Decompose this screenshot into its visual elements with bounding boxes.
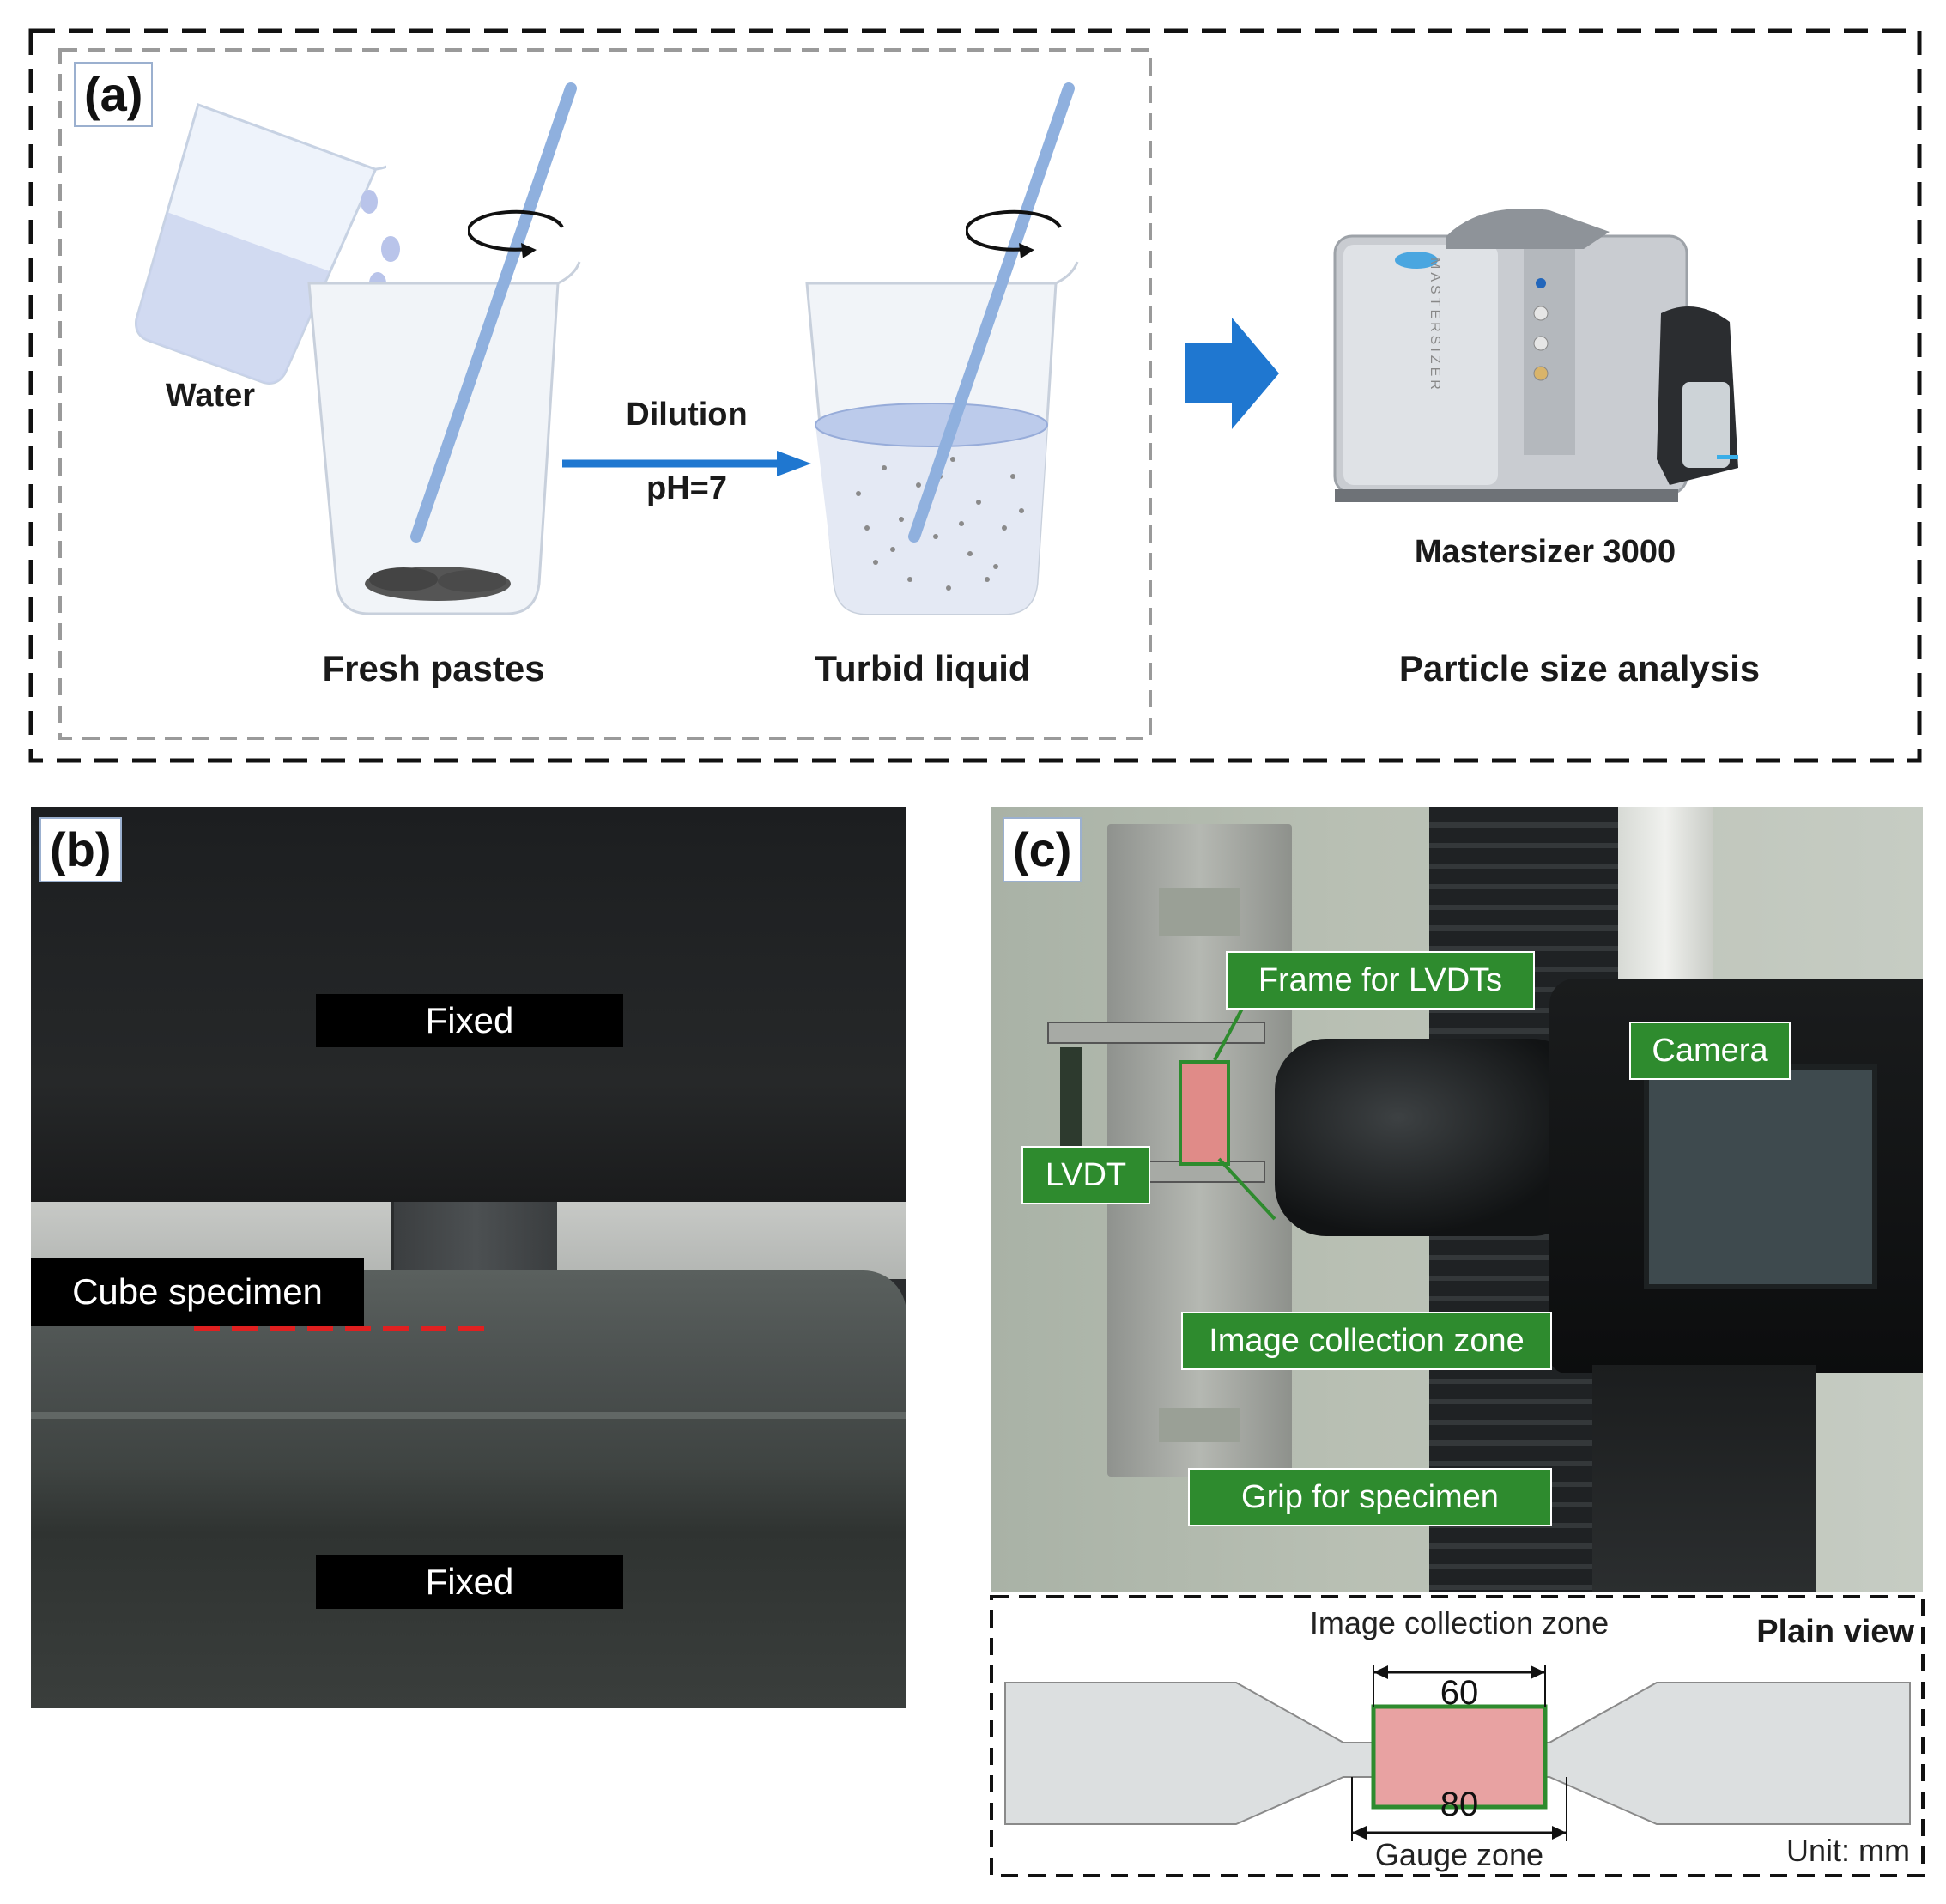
lower-platen	[31, 1270, 906, 1708]
mastersizer-instrument	[1333, 209, 1738, 502]
ph-label: pH=7	[646, 470, 727, 506]
particle-size-analysis-label: Particle size analysis	[1398, 648, 1761, 688]
lvdt-frame-top	[1047, 1022, 1265, 1044]
mastersizer-label: Mastersizer 3000	[1414, 534, 1676, 570]
rotation-arrow-2	[966, 209, 1062, 258]
panel-a-frame	[28, 28, 1922, 763]
rotation-arrow-1	[468, 209, 564, 258]
dilution-arrow	[562, 451, 811, 476]
grip-window-bottom	[1159, 1408, 1240, 1442]
mastersizer-brand: MASTERSIZER	[1428, 258, 1442, 393]
plain-view-label: Plain view	[1756, 1614, 1914, 1650]
panel-a-label: (a)	[74, 62, 154, 127]
fresh-pastes-beaker	[307, 82, 581, 615]
dim-60-label: 60	[1440, 1674, 1479, 1712]
camera-screen	[1644, 1064, 1877, 1289]
specimen-dash-line	[194, 1326, 486, 1331]
camera-tag: Camera	[1629, 1022, 1791, 1080]
gauge-zone-label: Gauge zone	[1374, 1837, 1544, 1872]
panel-b-label: (b)	[39, 817, 122, 882]
camera-lens	[1275, 1039, 1584, 1236]
tripod-mount	[1592, 1365, 1816, 1592]
frame-for-lvdts-tag: Frame for LVDTs	[1226, 951, 1535, 1010]
grip-window-top	[1159, 888, 1240, 936]
panel-c-label: (c)	[1003, 817, 1082, 882]
specimen-plan-drawing	[1004, 1665, 1911, 1841]
grip-for-specimen-tag: Grip for specimen	[1188, 1468, 1552, 1526]
water-label: Water	[165, 378, 256, 414]
process-arrow	[1185, 318, 1279, 429]
dim-80-label: 80	[1440, 1786, 1479, 1823]
unit-label: Unit: mm	[1786, 1833, 1910, 1868]
pouring-beaker	[134, 102, 386, 385]
turbid-liquid-label: Turbid liquid	[815, 648, 1031, 688]
fixed-top-label: Fixed	[316, 994, 623, 1047]
lvdt-tag: LVDT	[1021, 1146, 1150, 1204]
fresh-pastes-label: Fresh pastes	[322, 648, 545, 688]
lower-platen-edge	[31, 1412, 906, 1419]
image-collection-zone-dim-label: Image collection zone	[1309, 1605, 1610, 1640]
dilution-label: Dilution	[626, 397, 748, 433]
cube-specimen-label: Cube specimen	[31, 1258, 364, 1326]
turbid-liquid-beaker	[805, 82, 1079, 615]
image-collection-zone-photo	[1179, 1060, 1230, 1166]
fixed-bottom-label: Fixed	[316, 1555, 623, 1609]
image-collection-zone-tag: Image collection zone	[1181, 1312, 1552, 1370]
